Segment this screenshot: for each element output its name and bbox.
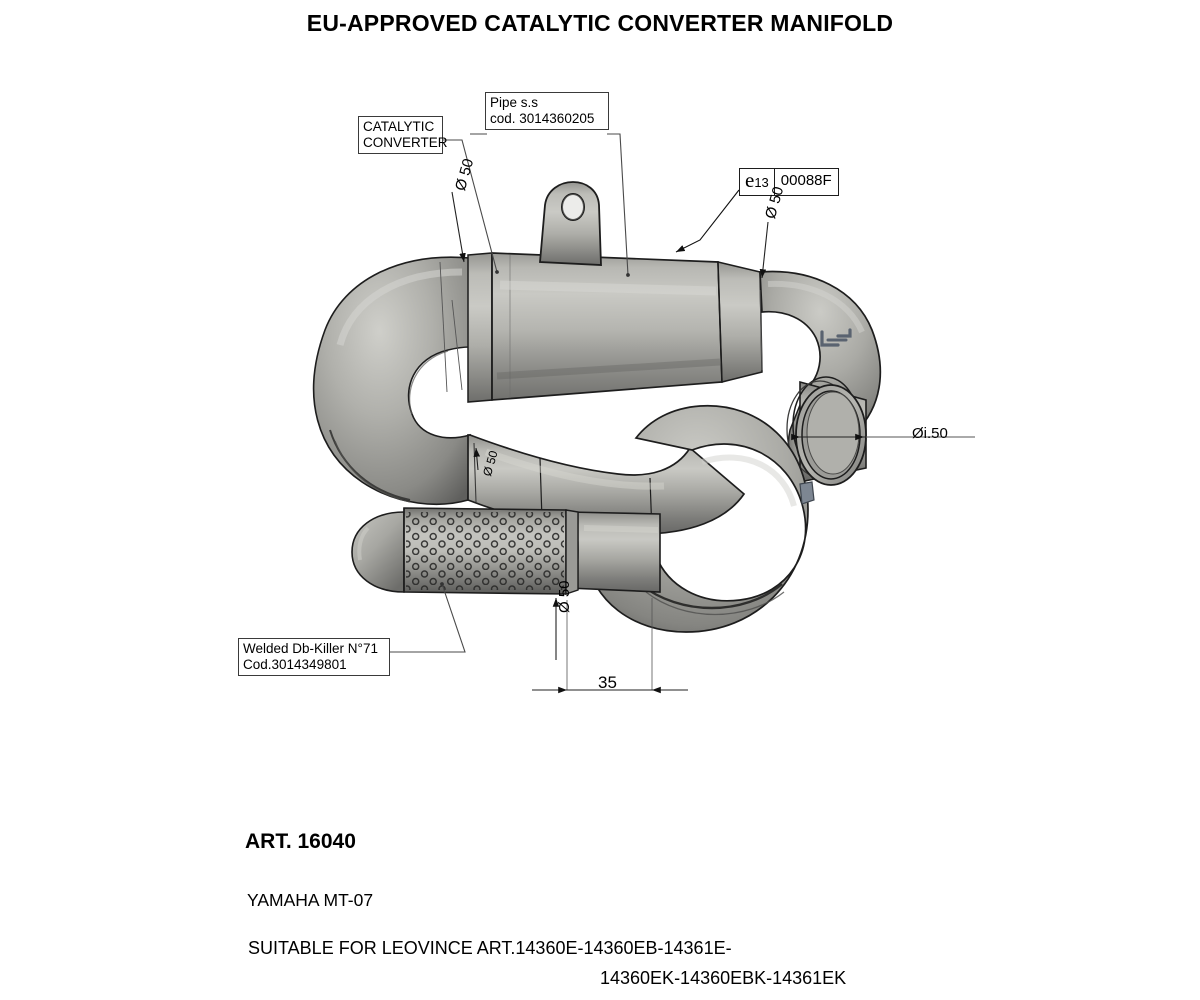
leader-lines — [390, 133, 740, 653]
compatibility-line-2: 14360EK-14360EBK-14361EK — [600, 968, 847, 988]
dim-dia-50-lowerpipe: Ø 50 — [556, 580, 573, 613]
db-killer — [351, 507, 579, 595]
bracket-hole — [561, 193, 585, 221]
callout-pipe-ss: Pipe s.s cod. 3014360205 — [485, 92, 609, 130]
outlet-stub — [786, 376, 867, 486]
bend-weld-tab — [799, 481, 815, 505]
page-title: EU-APPROVED CATALYTIC CONVERTER MANIFOLD — [306, 10, 894, 36]
dim-dia-i50-outlet: Øi.50 — [912, 425, 948, 442]
e-symbol: e — [745, 168, 755, 192]
catalytic-converter-body — [467, 181, 763, 403]
mounting-bracket-tab — [539, 181, 602, 266]
approval-number: 00088F — [780, 172, 832, 189]
dim-length-35: 35 — [598, 673, 617, 692]
callout-catalytic-converter: CATALYTIC CONVERTER — [358, 116, 448, 154]
article-number: ART. 16040 — [245, 830, 356, 853]
compatibility-line-1: SUITABLE FOR LEOVINCE ART.14360E-14360EB… — [248, 938, 732, 958]
e-symbol-cell: e 13 — [740, 169, 775, 195]
vehicle-model: YAMAHA MT-07 — [247, 890, 374, 910]
approval-mark-box: e 13 00088F — [739, 168, 839, 196]
dimension-lines — [439, 191, 975, 694]
country-code: 13 — [754, 175, 769, 190]
upper-left-u-bend — [312, 256, 471, 505]
callout-db-killer: Welded Db-Killer N°71 Cod.3014349801 — [238, 638, 390, 676]
